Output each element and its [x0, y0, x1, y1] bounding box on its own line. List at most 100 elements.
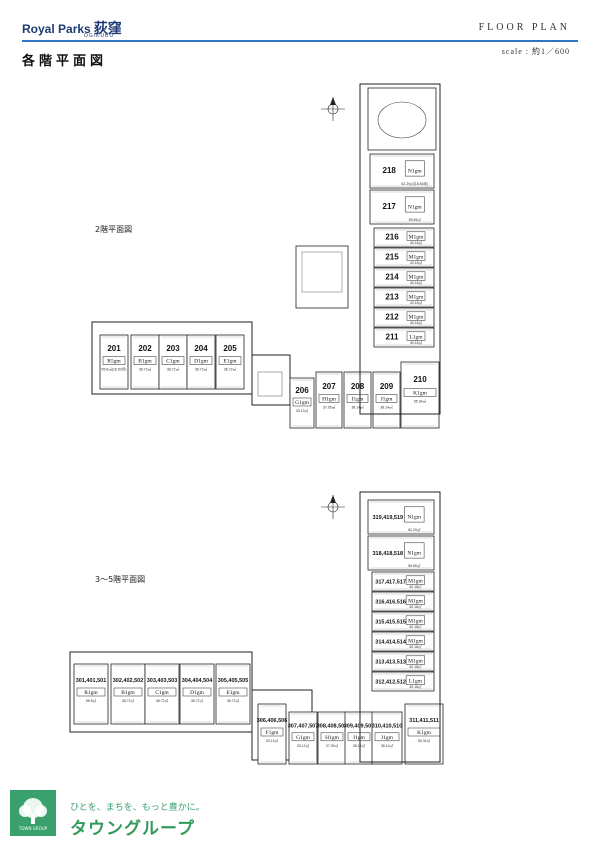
unit-number: 311,411,511	[409, 718, 439, 724]
unit-type: N1gm	[408, 205, 422, 211]
unit-number: 216	[385, 233, 399, 242]
unit-area: 40.18㎡	[409, 624, 422, 629]
unit-number: 204	[194, 344, 208, 353]
unit-number: 312,412,512	[375, 680, 406, 686]
unit-area: 38.72㎡	[167, 367, 180, 372]
unit-number: 213	[385, 293, 399, 302]
floor-3-5-plan: 301,401,501R1gm55.6㎡302,402,502B1gm38.72…	[69, 491, 444, 765]
logo-text: TOWN GROUP	[18, 826, 48, 831]
unit-area: 40.18㎡	[409, 604, 422, 609]
floor-2-label: 2階平面図	[95, 225, 133, 234]
unit-area: 33.13㎡	[266, 738, 279, 743]
unit-type: N1gm	[408, 169, 422, 175]
unit-type: M1gm	[409, 234, 424, 240]
unit-area: 38.72㎡	[191, 698, 204, 703]
unit-number: 210	[413, 375, 427, 384]
unit-area: 37.05㎡	[323, 404, 336, 409]
unit-area: 38.72㎡	[122, 698, 135, 703]
unit-type: D1gm	[190, 690, 204, 696]
unit-number: 313,413,513	[375, 660, 406, 666]
unit-number: 314,414,514	[375, 640, 407, 646]
unit-type: R5gm	[107, 359, 121, 365]
unit-type: M1gm	[408, 658, 423, 664]
unit-number: 301,401,501	[76, 678, 107, 684]
unit-area: 62.29㎡	[408, 527, 421, 532]
unit-type: C1gm	[166, 359, 180, 365]
unit-type: K1gm	[417, 730, 431, 736]
unit-number: 309,409,509	[344, 724, 375, 730]
unit-area: 40.18㎡	[410, 340, 423, 345]
plan-decorations	[321, 97, 345, 519]
footer-tagline: ひとを、まちを、もっと豊かに。	[70, 803, 205, 813]
unit-area: 40.18㎡	[409, 684, 422, 689]
header-divider	[22, 40, 578, 42]
unit-number: 201	[107, 344, 121, 353]
unit-area: 38.72㎡	[224, 367, 237, 372]
unit-type: C1gm	[155, 690, 169, 696]
unit-area: 33.13㎡	[296, 408, 309, 413]
unit-area: 38.14㎡	[381, 743, 394, 748]
unit-area: 33.13㎡	[297, 743, 310, 748]
unit-area: 55.65㎡	[409, 217, 422, 222]
unit-number: 315,415,515	[375, 620, 406, 626]
unit-number: 205	[223, 344, 237, 353]
unit-number: 217	[383, 202, 397, 211]
unit-type: M1gm	[408, 638, 423, 644]
floor-3-5-label: 3～5階平面図	[95, 575, 146, 584]
unit-area: 55.34㎡	[418, 738, 431, 743]
unit-area: 40.18㎡	[409, 664, 422, 669]
unit-number: 215	[385, 253, 399, 262]
unit-number: 218	[383, 166, 397, 175]
unit-type: J1gm	[381, 735, 394, 741]
unit-type: R1gm	[84, 690, 98, 696]
unit-area: 38.14㎡	[380, 404, 393, 409]
unit-area: 38.72㎡	[156, 698, 169, 703]
unit-type: B1gm	[138, 359, 152, 365]
unit-type: M1gm	[408, 578, 423, 584]
unit-type: H1gm	[325, 735, 339, 741]
unit-type: I1gm	[352, 396, 364, 402]
unit-number: 209	[380, 382, 394, 391]
unit-type: G1gm	[295, 400, 309, 406]
unit-type: F1gm	[266, 730, 280, 736]
unit-area: 55.65㎡	[408, 563, 421, 568]
unit-number: 214	[385, 273, 399, 282]
unit-number: 318,418,518	[373, 551, 404, 557]
unit-type: G1gm	[296, 735, 310, 741]
brand-name-jp: 荻窪	[93, 20, 122, 36]
north-arrow-icon	[321, 495, 345, 519]
unit-type: L1gm	[409, 334, 423, 340]
unit-type: L1gm	[409, 678, 423, 684]
unit-area: 38.72㎡	[195, 367, 208, 372]
unit-area: 40.18㎡	[410, 320, 423, 325]
unit-type: I1gm	[353, 735, 365, 741]
unit-area: 55.6㎡(16.82坪)	[102, 367, 127, 372]
unit-type: M1gm	[409, 314, 424, 320]
unit-type: M1gm	[408, 618, 423, 624]
